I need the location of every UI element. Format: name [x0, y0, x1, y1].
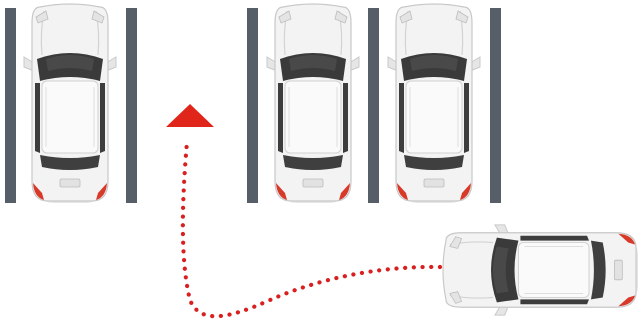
parking-line	[247, 8, 258, 203]
maneuvering-car	[443, 225, 638, 315]
parking-line	[5, 8, 16, 203]
parked-car	[267, 4, 359, 203]
parking-line	[368, 8, 379, 203]
parking-line	[490, 8, 501, 203]
parked-car	[24, 4, 116, 203]
parking-line	[126, 8, 137, 203]
parked-car	[388, 4, 480, 203]
